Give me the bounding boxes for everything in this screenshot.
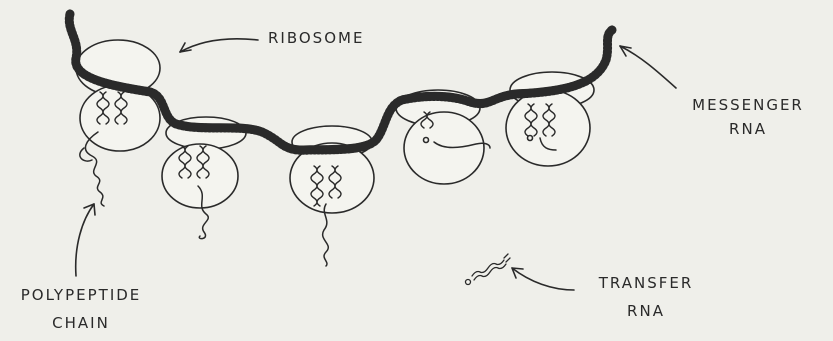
transfer-rna-arrow — [512, 268, 574, 290]
messenger-rna-label-line2: RNA — [683, 120, 813, 138]
messenger-rna-label-line1: MESSENGER — [683, 96, 813, 114]
transfer-rna-label-line1: TRANSFER — [586, 274, 706, 292]
free-transfer-rna — [466, 254, 511, 285]
ribosome-3 — [290, 126, 374, 213]
messenger-rna-label: MESSENGER RNA — [683, 96, 813, 138]
transfer-rna-label-line2: RNA — [586, 302, 706, 320]
polypeptide-chain-label: POLYPEPTIDE CHAIN — [0, 286, 162, 332]
transfer-rna-label: TRANSFER RNA — [586, 274, 706, 320]
ribosome-label: RIBOSOME — [268, 29, 364, 47]
polypeptide-label-line2: CHAIN — [0, 314, 162, 332]
ribosome-arrow — [180, 39, 258, 52]
messenger-rna-arrow — [620, 46, 676, 88]
polypeptide-arrow — [76, 204, 95, 276]
polypeptide-label-line1: POLYPEPTIDE — [0, 286, 162, 304]
